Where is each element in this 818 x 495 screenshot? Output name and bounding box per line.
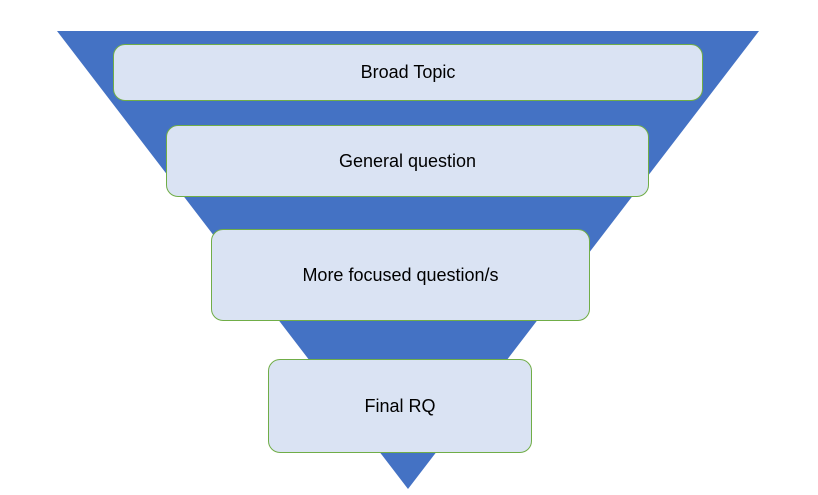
funnel-level-label: Broad Topic [360,62,456,82]
funnel-level-label: General question [338,150,477,171]
funnel-level-label: More focused question/s [302,264,499,285]
funnel-level-final-rq: Final RQ [268,359,532,453]
funnel-level-label: Final RQ [364,395,436,416]
funnel-level-focused-questions: More focused question/s [211,229,590,321]
funnel-level-broad-topic: Broad Topic [113,44,703,101]
funnel-level-general-question: General question [166,125,649,197]
